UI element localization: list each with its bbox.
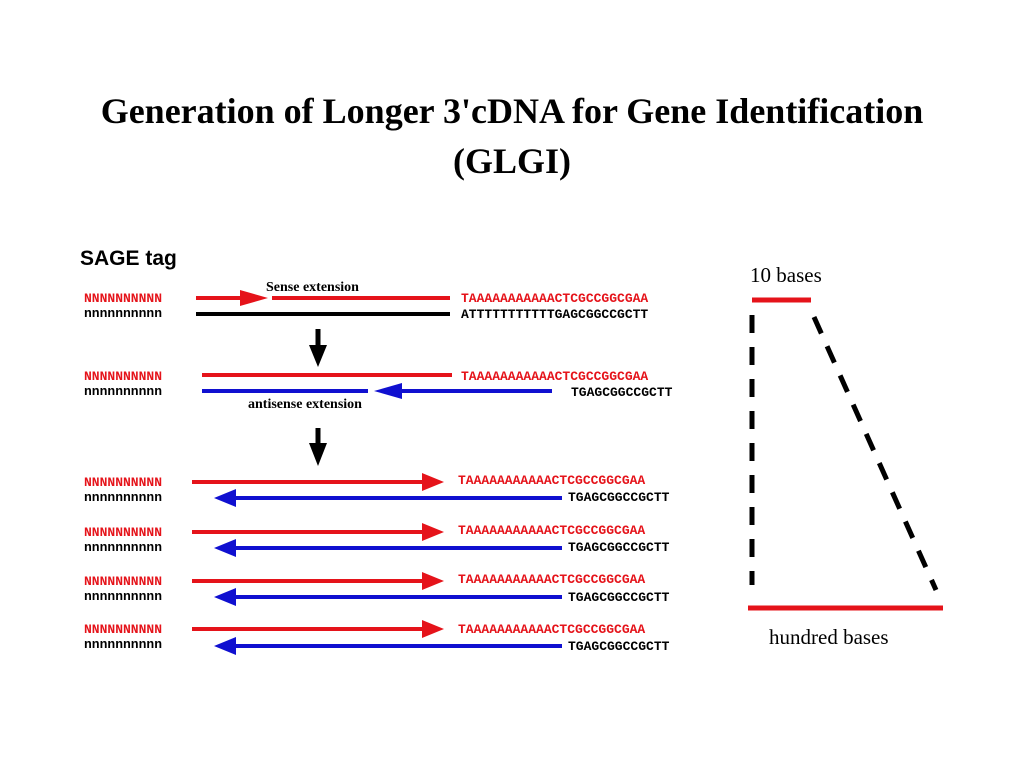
seq-primer-short: TGAGCGGCCGCTT bbox=[568, 490, 670, 505]
scale-bottom-label: hundred bases bbox=[769, 625, 889, 649]
tag-lower: nnnnnnnnnn bbox=[84, 384, 162, 399]
seq-sense: TAAAAAAAAAAACTCGCCGGCGAA bbox=[458, 572, 645, 587]
sense-arrowhead bbox=[422, 620, 444, 638]
seq-sense: TAAAAAAAAAAACTCGCCGGCGAA bbox=[458, 523, 645, 538]
scale-right-dashed-line bbox=[811, 315, 939, 592]
tag-lower: nnnnnnnnnn bbox=[84, 490, 162, 505]
seq-primer-full: ATTTTTTTTTTTGAGCGGCCGCTT bbox=[461, 307, 648, 322]
stage-sense-extension: NNNNNNNNNN nnnnnnnnnn Sense extension TA… bbox=[84, 280, 648, 322]
scale-trapezoid: 10 bases hundred bases bbox=[748, 263, 943, 649]
antisense-extension-label: antisense extension bbox=[248, 397, 362, 412]
tag-upper: NNNNNNNNNN bbox=[84, 622, 162, 637]
tag-upper: NNNNNNNNNN bbox=[84, 525, 162, 540]
stage-antisense-extension: NNNNNNNNNN nnnnnnnnnn antisense extensio… bbox=[84, 369, 673, 412]
seq-primer-short: TGAGCGGCCGCTT bbox=[568, 639, 670, 654]
seq-sense: TAAAAAAAAAAACTCGCCGGCGAA bbox=[461, 291, 648, 306]
tag-upper: NNNNNNNNNN bbox=[84, 574, 162, 589]
antisense-arrowhead bbox=[374, 383, 402, 399]
scale-top-label: 10 bases bbox=[750, 263, 822, 287]
sage-tag-label: SAGE tag bbox=[80, 247, 177, 270]
tag-lower: nnnnnnnnnn bbox=[84, 637, 162, 652]
down-arrow-icon bbox=[309, 428, 327, 466]
antisense-arrowhead bbox=[214, 489, 236, 507]
amplified-row: NNNNNNNNNN nnnnnnnnnn TAAAAAAAAAAACTCGCC… bbox=[84, 473, 670, 507]
sense-arrowhead bbox=[422, 572, 444, 590]
sense-extension-label: Sense extension bbox=[266, 280, 359, 295]
tag-upper: NNNNNNNNNN bbox=[84, 369, 162, 384]
antisense-arrowhead bbox=[214, 588, 236, 606]
antisense-arrowhead bbox=[214, 539, 236, 557]
seq-sense: TAAAAAAAAAAACTCGCCGGCGAA bbox=[458, 473, 645, 488]
seq-primer-short: TGAGCGGCCGCTT bbox=[571, 385, 673, 400]
seq-sense: TAAAAAAAAAAACTCGCCGGCGAA bbox=[458, 622, 645, 637]
amplified-row: NNNNNNNNNN nnnnnnnnnn TAAAAAAAAAAACTCGCC… bbox=[84, 572, 670, 606]
title-line-1: Generation of Longer 3'cDNA for Gene Ide… bbox=[100, 91, 924, 131]
tag-upper: NNNNNNNNNN bbox=[84, 475, 162, 490]
sense-arrowhead bbox=[422, 473, 444, 491]
tag-lower: nnnnnnnnnn bbox=[84, 540, 162, 555]
title-line-2: (GLGI) bbox=[452, 141, 571, 181]
sense-arrowhead bbox=[240, 290, 268, 306]
sense-arrowhead bbox=[422, 523, 444, 541]
seq-primer-short: TGAGCGGCCGCTT bbox=[568, 590, 670, 605]
down-arrow-icon bbox=[309, 329, 327, 367]
slide-title: Generation of Longer 3'cDNA for Gene Ide… bbox=[0, 86, 1024, 186]
amplified-row: NNNNNNNNNN nnnnnnnnnn TAAAAAAAAAAACTCGCC… bbox=[84, 620, 670, 655]
seq-primer-short: TGAGCGGCCGCTT bbox=[568, 540, 670, 555]
amplified-row: NNNNNNNNNN nnnnnnnnnn TAAAAAAAAAAACTCGCC… bbox=[84, 523, 670, 557]
tag-upper: NNNNNNNNNN bbox=[84, 291, 162, 306]
seq-sense: TAAAAAAAAAAACTCGCCGGCGAA bbox=[461, 369, 648, 384]
antisense-arrowhead bbox=[214, 637, 236, 655]
tag-lower: nnnnnnnnnn bbox=[84, 306, 162, 321]
tag-lower: nnnnnnnnnn bbox=[84, 589, 162, 604]
